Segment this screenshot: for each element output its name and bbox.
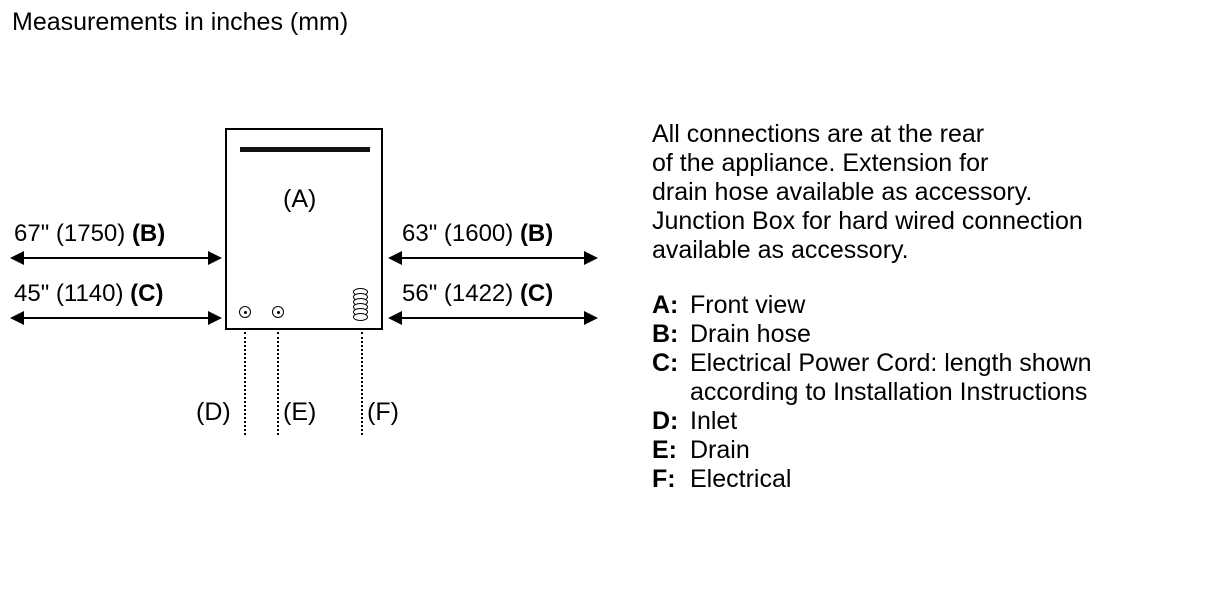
connection-notes: All connections are at the rear of the a… bbox=[652, 120, 1083, 264]
dimension-label-right-c: 56" (1422) (C) bbox=[402, 280, 553, 308]
inlet-label: (D) bbox=[196, 398, 231, 426]
drain-label: (E) bbox=[283, 398, 317, 426]
arrow-shaft bbox=[393, 257, 593, 259]
legend-key: B: bbox=[652, 320, 679, 348]
legend-item-d: D: Inlet bbox=[652, 407, 1192, 436]
legend-key: D: bbox=[652, 407, 679, 435]
legend-text: Electrical bbox=[690, 465, 792, 493]
arrow-shaft bbox=[15, 317, 217, 319]
appliance-handle-icon bbox=[240, 147, 370, 152]
arrow-shaft bbox=[15, 257, 217, 259]
dimension-arrow-right-c bbox=[388, 310, 598, 326]
dimension-value: 45" (1140) bbox=[14, 280, 124, 307]
legend-item-a: A: Front view bbox=[652, 291, 1192, 320]
legend-text: Inlet bbox=[690, 407, 738, 435]
dimension-value: 67" (1750) bbox=[14, 220, 126, 247]
front-view-label: (A) bbox=[283, 185, 317, 213]
dimension-key: (C) bbox=[519, 280, 554, 307]
legend-key: E: bbox=[652, 436, 677, 464]
dimension-arrow-left-b bbox=[10, 250, 222, 266]
drain-connector-icon bbox=[272, 306, 284, 318]
dimension-key: (B) bbox=[131, 220, 166, 247]
arrow-head-icon bbox=[208, 311, 222, 325]
legend-item-f: F: Electrical bbox=[652, 465, 1192, 494]
legend-key: A: bbox=[652, 291, 679, 319]
electrical-cord-coil-icon bbox=[353, 288, 368, 321]
legend: A: Front view B: Drain hose C: Electrica… bbox=[652, 291, 1192, 494]
dimension-value: 56" (1422) bbox=[402, 280, 514, 307]
legend-key: F: bbox=[652, 465, 676, 493]
dimension-label-right-b: 63" (1600) (B) bbox=[402, 220, 553, 248]
legend-item-e: E: Drain bbox=[652, 436, 1192, 465]
electrical-label: (F) bbox=[367, 398, 399, 426]
arrow-head-icon bbox=[584, 251, 598, 265]
legend-item-c: C: Electrical Power Cord: length shown a… bbox=[652, 349, 1192, 407]
page-title: Measurements in inches (mm) bbox=[12, 8, 349, 36]
legend-key: C: bbox=[652, 349, 679, 377]
arrow-head-icon bbox=[584, 311, 598, 325]
dimension-key: (C) bbox=[130, 280, 164, 307]
dimension-arrow-right-b bbox=[388, 250, 598, 266]
legend-text: Drain hose bbox=[690, 320, 811, 348]
legend-item-b: B: Drain hose bbox=[652, 320, 1192, 349]
dimension-label-left-b: 67" (1750) (B) bbox=[14, 220, 165, 248]
arrow-shaft bbox=[393, 317, 593, 319]
electrical-leader-line bbox=[361, 332, 363, 435]
dimension-value: 63" (1600) bbox=[402, 220, 514, 247]
inlet-leader-line bbox=[244, 332, 246, 435]
arrow-head-icon bbox=[208, 251, 222, 265]
legend-text: Electrical Power Cord: length shown acco… bbox=[690, 349, 1092, 406]
dimension-key: (B) bbox=[519, 220, 554, 247]
dimension-arrow-left-c bbox=[10, 310, 222, 326]
legend-text: Drain bbox=[690, 436, 750, 464]
inlet-connector-icon bbox=[239, 306, 251, 318]
legend-text: Front view bbox=[690, 291, 806, 319]
drain-leader-line bbox=[277, 332, 279, 435]
dimension-label-left-c: 45" (1140) (C) bbox=[14, 280, 163, 308]
